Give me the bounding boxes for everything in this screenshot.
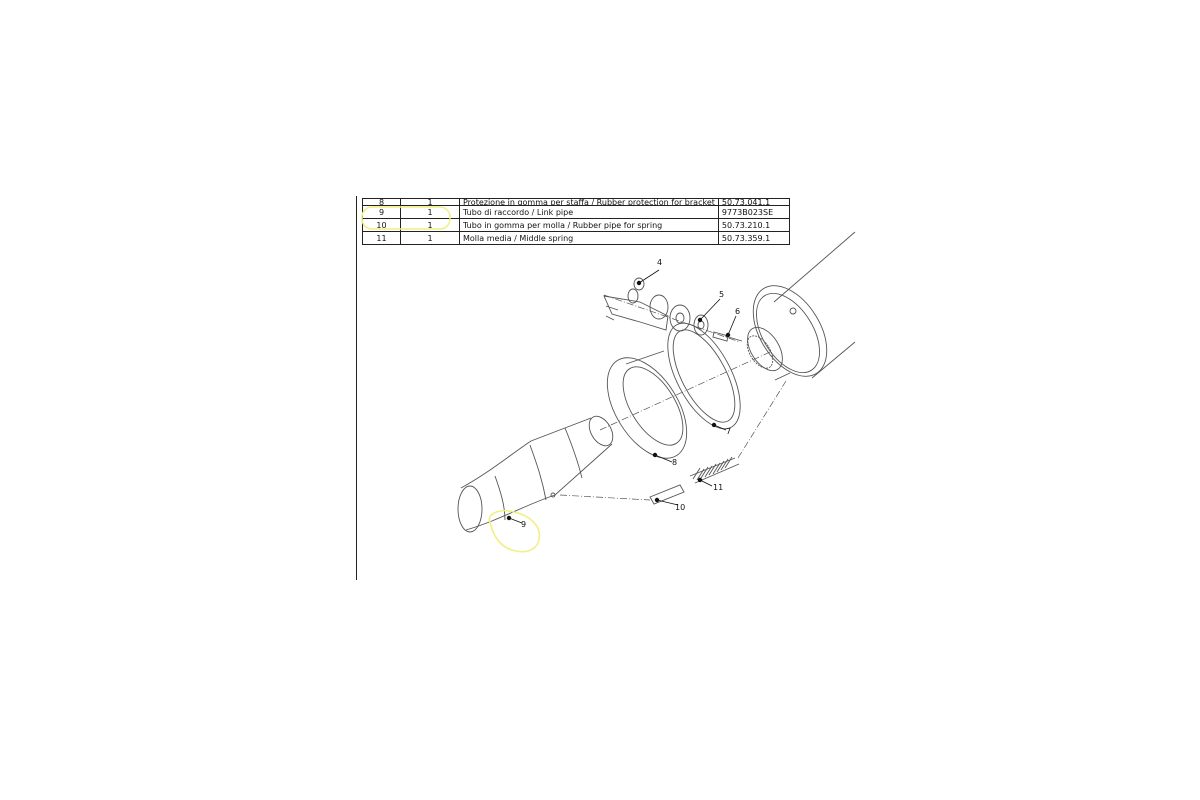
callout-5: 5: [719, 290, 724, 299]
link-pipe: [457, 415, 614, 533]
callout-7: 7: [726, 427, 731, 436]
spring-and-rubber-pipe: [649, 456, 740, 505]
callout-10: 10: [675, 503, 685, 512]
callout-highlight: [488, 509, 541, 553]
assembly-axes: [559, 294, 787, 501]
callout-6: 6: [735, 307, 740, 316]
callout-4: 4: [657, 258, 662, 267]
row-code: 50.73.359.1: [717, 231, 790, 245]
leader-dots: [506, 280, 731, 521]
muffler: [746, 231, 856, 381]
callout-11: 11: [713, 483, 723, 492]
callout-9: 9: [521, 520, 526, 529]
row-quantity: 1: [400, 231, 460, 245]
page-border-line: [356, 196, 357, 580]
row-highlight: [361, 206, 451, 230]
table-row: 11 1 Molla media / Middle spring 50.73.3…: [362, 231, 790, 245]
callout-8: 8: [672, 458, 677, 467]
rubber-rings: [606, 322, 741, 459]
bracket: [603, 277, 743, 342]
